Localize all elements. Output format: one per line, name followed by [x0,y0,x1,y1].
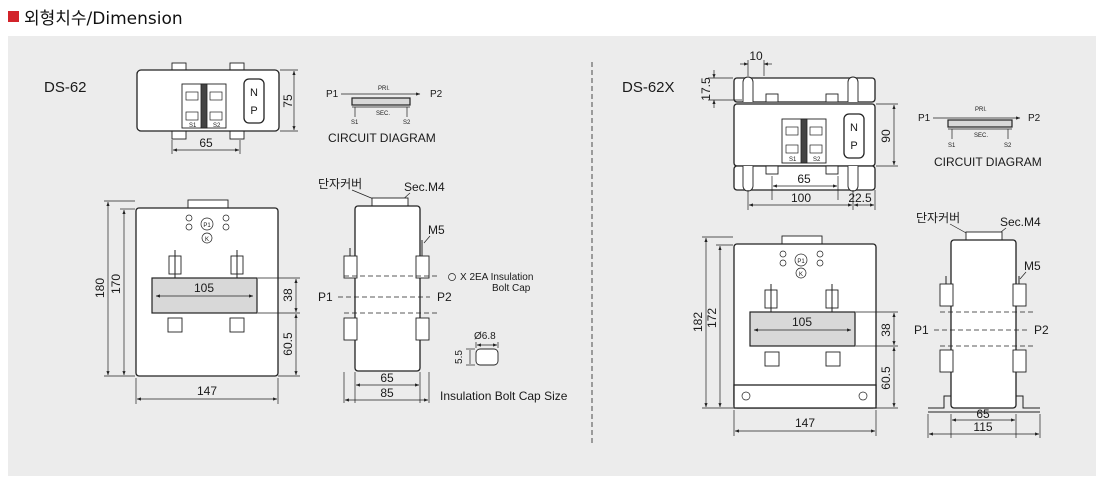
label-m5-right: M5 [1024,259,1041,273]
section-title: 외형치수/Dimension [24,8,183,29]
svg-text:SEC.: SEC. [376,111,390,117]
dim-lower-h-left: 60.5 [281,332,295,356]
model-label-ds62: DS-62 [44,79,87,96]
svg-text:S2: S2 [1004,143,1012,149]
dim-lower-h-right: 60.5 [879,366,893,390]
dim-slot-w: 10 [749,49,763,63]
svg-text:P2: P2 [437,290,452,304]
bolt-cap-h: 5.5 [454,350,465,364]
svg-text:S2: S2 [813,157,821,163]
svg-text:S1: S1 [351,120,359,126]
dim-top-w: 65 [199,136,213,150]
ds62-side-view: 단자커버 Sec.M4 M5 P1 P2 X 2EA Insulation Bo… [318,177,533,403]
mark-k-right: K [799,272,803,278]
section-header: 외형치수/Dimension [8,2,183,30]
dim-front-w-right: 147 [795,416,815,430]
insulation-bolt-cap: Ø6.8 5.5 Insulation Bolt Cap Size [440,331,568,403]
svg-text:P2: P2 [430,89,443,100]
svg-text:P1: P1 [914,323,929,337]
svg-text:S2: S2 [403,120,411,126]
dim-front-inner-h-right: 172 [705,308,719,328]
dim-window-h-right: 38 [879,323,893,337]
svg-text:S2: S2 [213,123,221,129]
svg-text:PRI.: PRI. [378,86,390,92]
model-label-ds62x: DS-62X [622,79,675,96]
label-sec-m4-right: Sec.M4 [1000,215,1041,229]
dim-side-inner-left: 65 [380,371,394,385]
ds62-circuit-diagram: P1 P2 PRI. SEC. S1 S2 CIRCUIT DIAGRAM [326,86,443,145]
dim-side-outer-right: 115 [973,420,992,434]
dim-slot-h: 17.5 [699,77,713,101]
dim-side-outer-left: 85 [380,386,394,400]
plate-p-right: P [850,140,857,152]
plate-n-right: N [850,122,858,134]
mark-p1-left: P1 [203,223,211,229]
dim-front-outer-h-right: 182 [691,312,705,332]
ds62x-side-view: 단자커버 Sec.M4 M5 P1 P2 65 115 [914,211,1049,438]
insulation-note-2: Bolt Cap [492,283,531,294]
dim-top-off-right: 22.5 [848,191,872,205]
ds62x-circuit-diagram: P1 P2 PRI. SEC. S1 S2 CIRCUIT DIAGRAM [918,107,1042,169]
svg-text:PRI.: PRI. [975,107,987,113]
ds62x-top-view: S1 S2 N P 10 17.5 90 65 100 22.5 [699,49,898,210]
dim-window-w-right: 105 [792,315,812,329]
svg-text:S1: S1 [189,123,197,129]
svg-text:P1: P1 [326,89,339,100]
dim-side-inner-right: 65 [976,407,990,421]
svg-text:P1: P1 [918,113,931,124]
svg-text:S1: S1 [789,157,797,163]
ds62-front-view: P1 K 105 180 170 38 60.5 147 [93,199,300,404]
svg-text:P1: P1 [318,290,333,304]
plate-n: N [250,87,258,99]
bolt-cap-title: Insulation Bolt Cap Size [440,389,568,403]
plate-p: P [250,105,257,117]
label-m5-left: M5 [428,223,445,237]
mark-p1-right: P1 [797,259,805,265]
dim-window-h-left: 38 [281,288,295,302]
red-square-icon [8,10,19,22]
svg-text:S1: S1 [948,143,956,149]
dim-top-h-right: 90 [879,129,893,143]
dim-top-w-right: 100 [791,191,811,205]
ds62-top-view: S1 S2 N P 65 75 [136,62,298,154]
circuit-title-right: CIRCUIT DIAGRAM [934,155,1042,169]
bolt-cap-dia: Ø6.8 [474,331,496,342]
dim-front-outer-h-left: 180 [93,278,107,298]
insulation-note-1: X 2EA Insulation [460,272,533,283]
dim-front-inner-h-left: 170 [109,274,123,294]
mark-k-left: K [205,237,209,243]
svg-text:SEC.: SEC. [974,133,988,139]
label-terminal-cover-right: 단자커버 [916,211,960,225]
label-sec-m4-left: Sec.M4 [404,180,445,194]
circuit-title-left: CIRCUIT DIAGRAM [328,131,436,145]
label-terminal-cover-left: 단자커버 [318,177,362,191]
dim-window-w-left: 105 [194,281,214,295]
ds62x-front-view: P1 K 105 182 172 38 60.5 147 [691,235,898,436]
svg-text:P2: P2 [1034,323,1049,337]
dim-top-h: 75 [281,94,295,108]
svg-text:P2: P2 [1028,113,1041,124]
dim-front-w-left: 147 [197,384,217,398]
dim-top-inner-right: 65 [797,172,811,186]
